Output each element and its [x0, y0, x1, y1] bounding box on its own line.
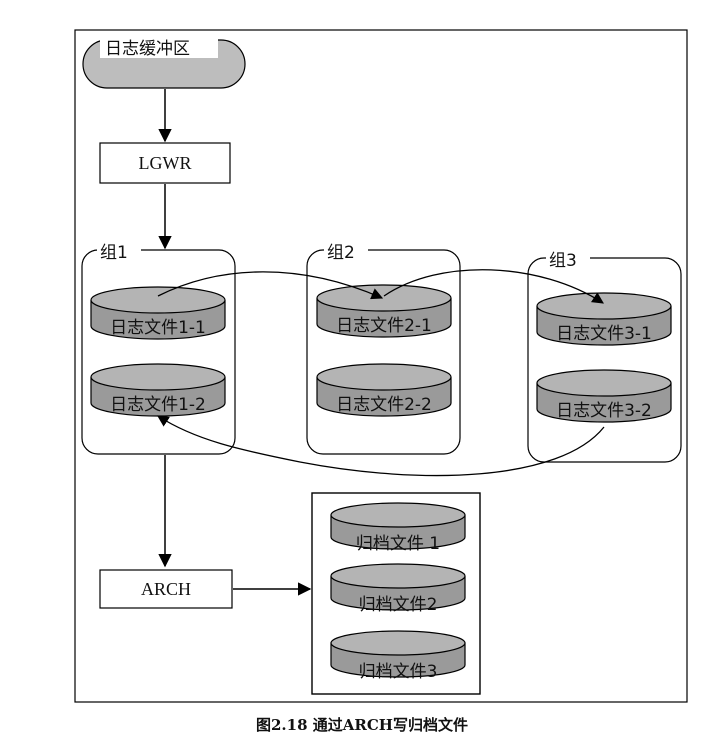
arch-box: ARCH — [99, 569, 233, 609]
log-file-3-2-label: 日志文件3-2 — [556, 401, 652, 421]
group-1-label: 组1 — [100, 243, 128, 263]
lgwr-label: LGWR — [139, 153, 192, 173]
archive-file-1: 归档文件 1 — [330, 502, 466, 554]
log-file-1-2: 日志文件1-2 — [90, 363, 226, 417]
archive-file-2: 归档文件2 — [330, 563, 466, 615]
log-file-3-1-label: 日志文件3-1 — [556, 324, 652, 344]
archive-file-2-label: 归档文件2 — [359, 595, 438, 615]
log-file-2-2-label: 日志文件2-2 — [336, 395, 432, 415]
log-file-1-1: 日志文件1-1 — [90, 286, 226, 340]
outer-frame — [74, 29, 688, 703]
log-file-1-2-label: 日志文件1-2 — [110, 395, 206, 415]
log-file-2-1-label: 日志文件2-1 — [336, 316, 432, 336]
log-buffer-label: 日志缓冲区 — [105, 39, 190, 59]
log-file-2-2: 日志文件2-2 — [316, 363, 452, 417]
log-file-1-1-label: 日志文件1-1 — [110, 318, 206, 338]
log-file-3-2: 日志文件3-2 — [536, 369, 672, 423]
group-3: 组3 日志文件3-1 日志文件3-2 — [527, 248, 682, 463]
arrow-file2-1-to-file3-1 — [383, 269, 604, 304]
group-2: 组2 日志文件2-1 日志文件2-2 — [306, 240, 461, 455]
archive-box: 归档文件 1 归档文件2 归档文件3 — [311, 492, 481, 695]
log-file-3-1: 日志文件3-1 — [536, 292, 672, 346]
archive-file-3: 归档文件3 — [330, 630, 466, 682]
arch-label: ARCH — [141, 579, 191, 599]
group-1: 组1 日志文件1-1 日志文件1-2 — [81, 240, 236, 455]
group-3-label: 组3 — [549, 251, 577, 271]
group-2-label: 组2 — [327, 243, 355, 263]
arrow-file1-1-to-file2-1 — [157, 271, 384, 300]
log-file-2-1: 日志文件2-1 — [316, 284, 452, 338]
log-buffer: 日志缓冲区 — [82, 36, 246, 89]
archive-file-1-label: 归档文件 1 — [356, 534, 440, 554]
figure-caption: 图2.18 通过ARCH写归档文件 — [256, 716, 468, 734]
archive-file-3-label: 归档文件3 — [359, 662, 438, 682]
lgwr-box: LGWR — [99, 142, 231, 184]
arrow-file3-2-to-file1-2 — [157, 415, 605, 477]
